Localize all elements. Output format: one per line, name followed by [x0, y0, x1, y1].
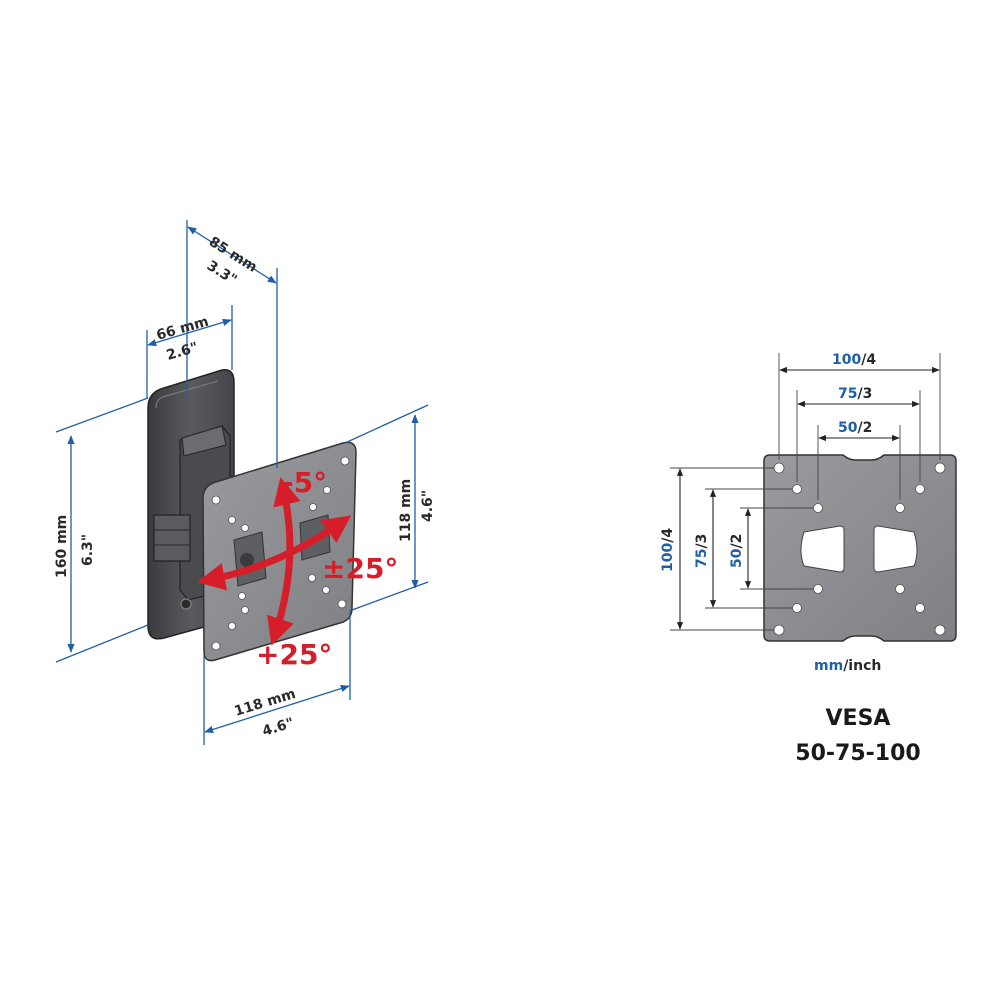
vesa-h75-label: 75/3 [838, 386, 872, 402]
wall-mount-drawing [147, 369, 357, 662]
swivel-angle: ±25° [322, 552, 398, 585]
wall-height-in: 6.3" [80, 534, 96, 566]
vesa-plate-front [763, 454, 957, 642]
vesa-v50-label: 50/2 [729, 534, 745, 568]
swivel-arrow [197, 515, 352, 591]
wall-height-mm: 160 mm [54, 515, 70, 578]
plate-height-in: 4.6" [420, 490, 436, 522]
vesa-pattern-drawing [763, 454, 957, 642]
vesa-title-line2: 50-75-100 [795, 741, 920, 766]
mount-dimension-lines [55, 220, 429, 745]
vesa-dimension-lines [670, 353, 941, 631]
vesa-unit-label: mm/inch [814, 658, 881, 674]
tilt-up-angle: -5° [282, 466, 327, 499]
vesa-h50-label: 50/2 [838, 420, 872, 436]
vesa-v75-label: 75/3 [694, 534, 710, 568]
plate-width-mm: 118 mm [232, 686, 297, 720]
plate-height-mm: 118 mm [398, 479, 414, 542]
vesa-v100-label: 100/4 [660, 528, 676, 572]
vesa-h100-label: 100/4 [832, 352, 876, 368]
plate-width-in: 4.6" [260, 715, 295, 740]
depth-min-in: 2.6" [165, 340, 200, 364]
vesa-title-line1: VESA [826, 706, 891, 731]
depth-min-mm: 66 mm [155, 314, 211, 344]
tilt-down-angle: +25° [256, 638, 332, 671]
